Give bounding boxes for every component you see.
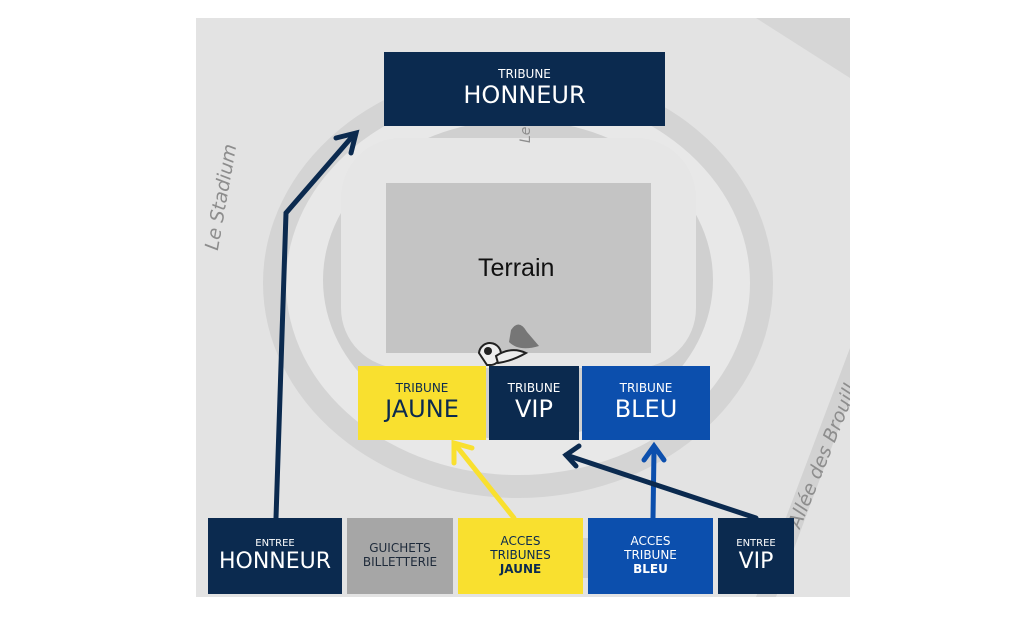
entrance-jaune-line2: TRIBUNES [490, 548, 551, 563]
stand-vip-big: VIP [515, 395, 553, 424]
stand-jaune-small: TRIBUNE [395, 381, 449, 396]
entrance-bleu-line2: TRIBUNE [624, 548, 677, 563]
stand-vip[interactable]: TRIBUNE VIP [489, 366, 579, 440]
stand-honneur[interactable]: TRIBUNE HONNEUR [384, 52, 665, 126]
entrance-bleu[interactable]: ACCES TRIBUNE BLEU [588, 518, 713, 594]
arrow-honneur [273, 135, 354, 521]
location-pin-icon [477, 324, 539, 367]
entrance-bleu-line3: BLEU [633, 561, 668, 576]
stand-bleu-small: TRIBUNE [619, 381, 673, 396]
entrance-vip[interactable]: ENTREE VIP [718, 518, 794, 594]
entrance-bleu-line1: ACCES [630, 534, 671, 549]
ticket-office-line2: BILLETTERIE [362, 555, 438, 569]
entrance-jaune-line3: JAUNE [499, 561, 542, 576]
arrow-vip [563, 452, 759, 521]
entrance-honneur-small: ENTREE [255, 537, 295, 549]
entrance-vip-big: VIP [738, 549, 774, 575]
stand-jaune[interactable]: TRIBUNE JAUNE [358, 366, 486, 440]
stand-honneur-small: TRIBUNE [498, 67, 551, 82]
ticket-office-line1: GUICHETS [369, 541, 431, 556]
stand-honneur-big: HONNEUR [463, 81, 586, 110]
field-label: Terrain [478, 254, 555, 282]
arrow-jaune [455, 445, 517, 521]
stand-jaune-big: JAUNE [385, 395, 459, 424]
entrance-vip-small: ENTREE [736, 537, 776, 549]
entrance-jaune-line1: ACCES [500, 534, 541, 549]
stand-bleu[interactable]: TRIBUNE BLEU [582, 366, 710, 440]
entrance-honneur-big: HONNEUR [218, 549, 332, 575]
entrance-jaune[interactable]: ACCES TRIBUNES JAUNE [458, 518, 583, 594]
entrance-honneur[interactable]: ENTREE HONNEUR [208, 518, 342, 594]
stand-vip-small: TRIBUNE [507, 381, 561, 396]
ticket-office[interactable]: GUICHETS BILLETTERIE [347, 518, 453, 594]
stand-bleu-big: BLEU [614, 395, 678, 424]
street-label-top: Le [518, 126, 534, 143]
